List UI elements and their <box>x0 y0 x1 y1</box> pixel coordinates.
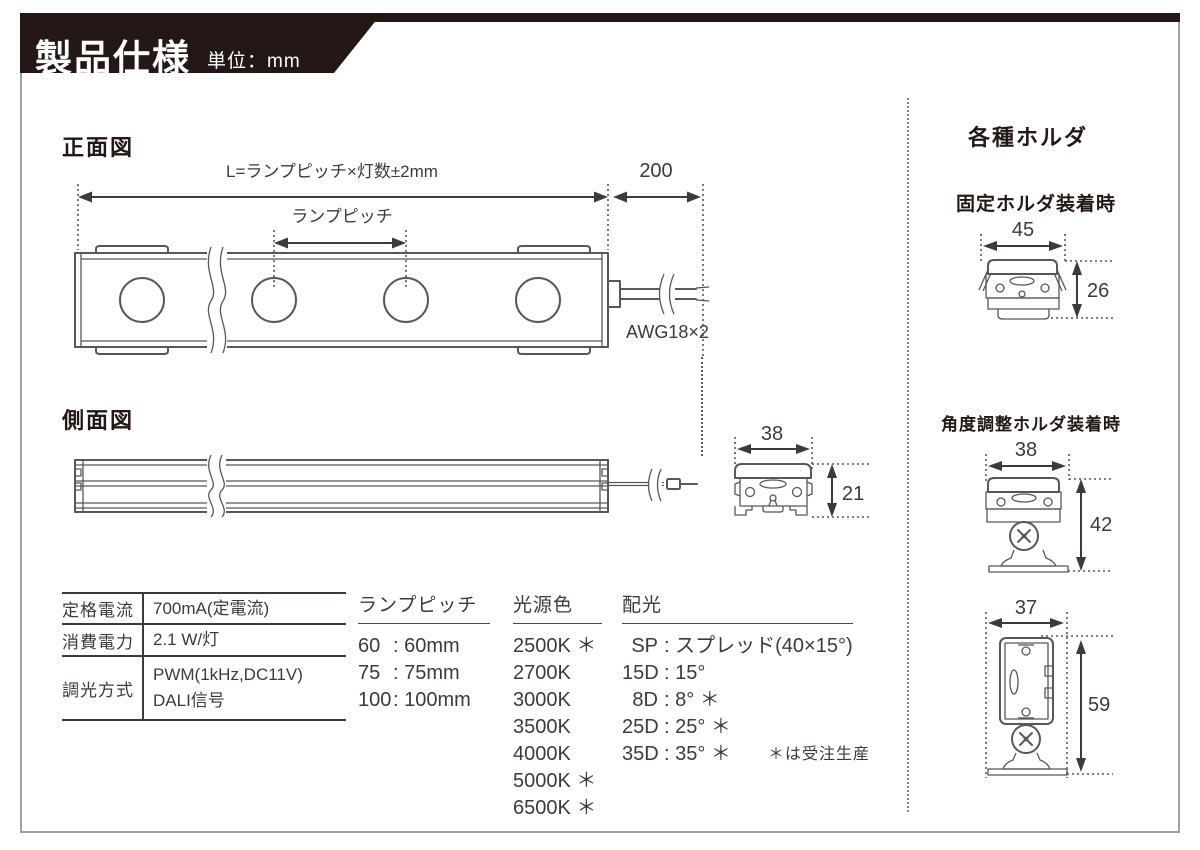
list-item: 60: 60mm <box>358 635 460 657</box>
light-color-heading: 光源色 <box>513 590 602 624</box>
holders-heading: 各種ホルダ <box>967 125 1088 150</box>
wire-gauge-label: AWG18×2 <box>626 322 709 342</box>
fixed-holder-width-dim: 45 <box>1012 219 1034 241</box>
list-item: 6500K ＊ <box>513 797 597 819</box>
list-item: 15D: 15° <box>622 662 706 684</box>
fixed-holder-heading: 固定ホルダ装着時 <box>956 194 1117 215</box>
section-width-dim: 38 <box>761 423 783 445</box>
angle-holder-side-drawing: 37 59 <box>985 597 1113 778</box>
spec-value: PWM(1kHz,DC11V) <box>153 665 303 684</box>
list-item: SP: スプレッド(40×15°) <box>631 635 853 657</box>
spec-label: 消費電力 <box>62 625 144 655</box>
dimension-extension-line <box>701 357 703 456</box>
list-item: 100: 100mm <box>358 689 471 711</box>
list-item: 8D: 8° ＊ <box>632 689 720 711</box>
angle-front-width-dim: 38 <box>1015 439 1037 461</box>
made-to-order-note: ＊は受注生産 <box>768 746 871 763</box>
lamp-pitch-options: ランプピッチ 60: 60mm 75: 75mm 100: 100mm <box>358 590 490 714</box>
page-title: 製品仕様 <box>35 38 191 79</box>
spec-label: 定格電流 <box>62 594 144 623</box>
unit-label: 単位：mm <box>207 51 301 72</box>
angle-front-height-dim: 42 <box>1090 514 1112 536</box>
list-item: 4000K <box>513 743 571 765</box>
table-row: 定格電流 700mA(定電流) <box>62 592 346 623</box>
angle-side-height-dim: 59 <box>1088 694 1110 716</box>
section-height-dim: 21 <box>842 483 864 505</box>
total-length-dim-label: L=ランプピッチ×灯数±2mm <box>226 162 438 181</box>
lead-length-dim-label: 200 <box>639 160 672 182</box>
page-frame <box>20 13 1180 833</box>
front-view-heading: 正面図 <box>62 135 135 160</box>
angle-holder-front-drawing: 38 42 <box>985 439 1113 573</box>
list-item: 5000K ＊ <box>513 770 597 792</box>
list-item: 35D: 35° ＊ <box>622 743 731 765</box>
spec-label: 調光方式 <box>62 657 144 719</box>
light-color-options: 光源色 2500K ＊ 2700K 3000K 3500K 4000K 5000… <box>513 590 602 822</box>
list-item: 25D: 25° ＊ <box>622 716 731 738</box>
list-item: 75: 75mm <box>358 662 460 684</box>
pitch-dim-label: ランプピッチ <box>291 207 393 226</box>
spec-value-line2: DALI信号 <box>153 691 225 710</box>
list-item: 3000K <box>513 689 571 711</box>
list-item: 2700K <box>513 662 571 684</box>
electrical-spec-table: 定格電流 700mA(定電流) 消費電力 2.1 W/灯 調光方式 PWM(1k… <box>62 592 346 721</box>
beam-distribution-options: 配光 SP: スプレッド(40×15°) 15D: 15° 8D: 8° ＊ 2… <box>622 590 853 768</box>
angle-side-width-dim: 37 <box>1015 597 1037 619</box>
side-view-heading: 側面図 <box>62 408 135 433</box>
front-view-drawing: L=ランプピッチ×灯数±2mm 200 ランプピッチ <box>74 160 710 358</box>
fixed-holder-drawing: 45 26 <box>978 219 1115 320</box>
beam-heading: 配光 <box>622 590 853 624</box>
table-row: 消費電力 2.1 W/灯 <box>62 623 346 655</box>
spec-value: 2.1 W/灯 <box>153 630 220 649</box>
angle-holder-heading: 角度調整ホルダ装着時 <box>941 415 1121 434</box>
list-item: 2500K ＊ <box>513 635 597 657</box>
header-banner: 製品仕様 単位：mm <box>20 13 382 73</box>
fixed-holder-height-dim: 26 <box>1087 280 1109 302</box>
side-view-drawing: 38 21 <box>74 423 872 518</box>
spec-value: 700mA(定電流) <box>153 598 270 618</box>
header-rule <box>20 13 1180 22</box>
table-row: 調光方式 PWM(1kHz,DC11V) DALI信号 <box>62 655 346 719</box>
lamp-pitch-heading: ランプピッチ <box>358 590 490 624</box>
section-divider <box>907 98 909 812</box>
list-item: 3500K <box>513 716 571 738</box>
